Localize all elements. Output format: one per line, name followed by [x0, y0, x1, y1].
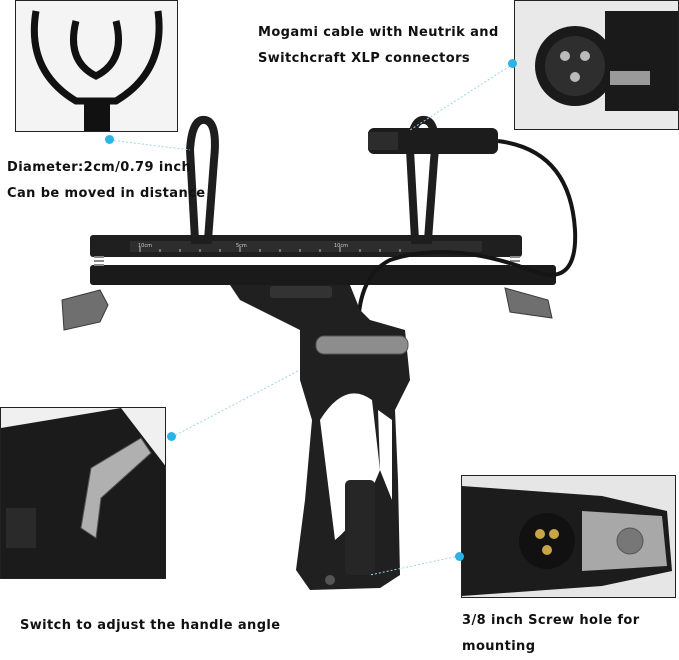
- screw-label: 3/8 inch Screw hole for mounting: [462, 608, 640, 660]
- callout-dot-cable: [508, 59, 517, 68]
- lower-rail: [90, 265, 556, 285]
- cable-label-line2: Switchcraft XLP connectors: [258, 51, 471, 66]
- left-mic-clip: [185, 115, 219, 244]
- knurled-wheel: [270, 286, 332, 298]
- switch-closeup-icon: [1, 408, 165, 578]
- ruler-mark-2: 5cm: [236, 243, 247, 249]
- ruler-ticks: [139, 247, 401, 252]
- left-thumb-screw: [61, 289, 109, 331]
- screw-label-line2: mounting: [462, 639, 536, 654]
- xlr-bottom-connector: [345, 480, 375, 575]
- handle-clip: [315, 335, 409, 355]
- screw-hole-icon: [462, 476, 675, 597]
- ruler-mark-1: 10cm: [138, 243, 152, 249]
- switch-label: Switch to adjust the handle angle: [20, 613, 280, 639]
- xlr-top-connector: [368, 128, 498, 154]
- xlr-connector-icon: [515, 1, 678, 129]
- ruler-mark-3: 10cm: [334, 243, 348, 249]
- cable-label: Mogami cable with Neutrik and Switchcraf…: [258, 20, 499, 72]
- inset-mic-clip: [15, 0, 178, 132]
- inset-switch-closeup: [0, 407, 166, 579]
- mic-clip-icon: [30, 10, 163, 131]
- switch-label-line1: Switch to adjust the handle angle: [20, 618, 281, 633]
- cable-label-line1: Mogami cable with Neutrik and: [258, 25, 499, 40]
- callout-dot-screw: [455, 552, 464, 561]
- right-thumb-screw: [504, 287, 553, 319]
- screw-label-line1: 3/8 inch Screw hole for: [462, 613, 640, 628]
- diameter-label-line1: Diameter:2cm/0.79 inch: [7, 160, 192, 175]
- diameter-label: Diameter:2cm/0.79 inch Can be moved in d…: [7, 155, 205, 207]
- callout-dot-switch: [167, 432, 176, 441]
- inset-xlr-connector: [514, 0, 679, 130]
- diameter-label-line2: Can be moved in distance: [7, 186, 206, 201]
- inset-screw-hole: [461, 475, 676, 598]
- callout-dot-diameter: [105, 135, 114, 144]
